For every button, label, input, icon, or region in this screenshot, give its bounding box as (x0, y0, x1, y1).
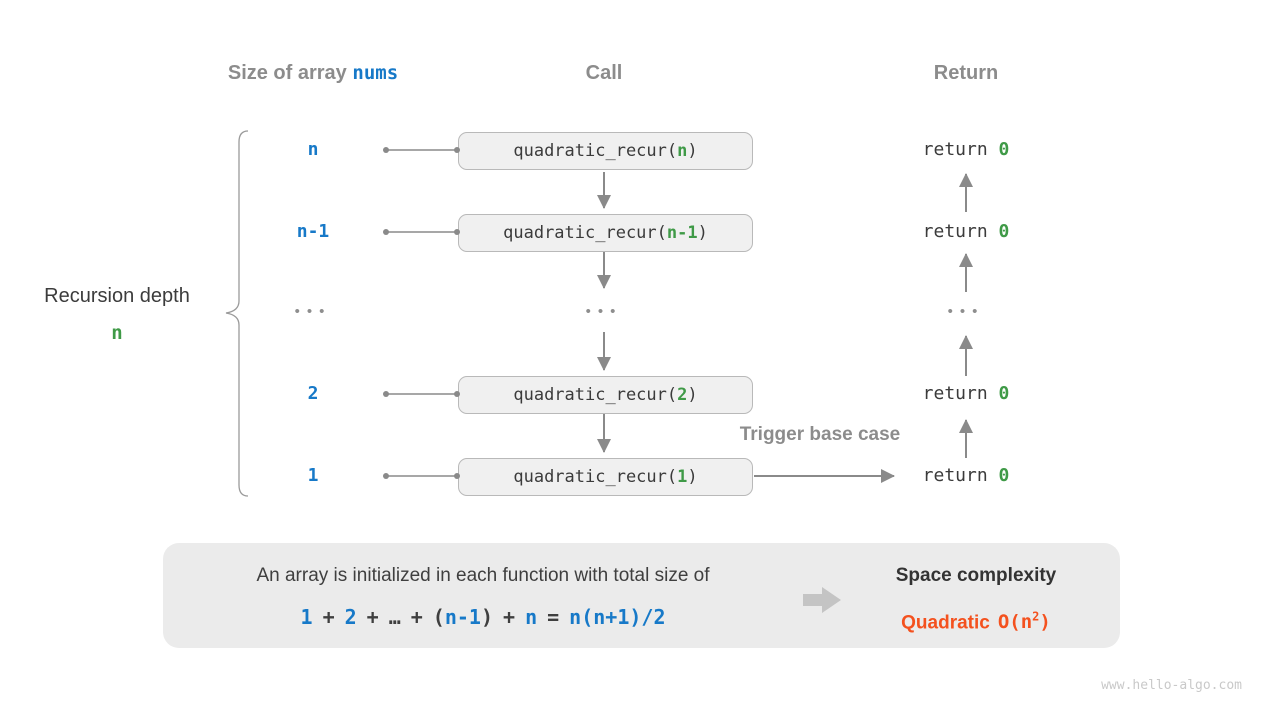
summary-sentence: An array is initialized in each function… (256, 565, 710, 586)
call-box-2: quadratic_recur(2) (458, 376, 753, 414)
trigger-base-case-label: Trigger base case (739, 424, 901, 445)
size-label-n-1: n-1 (296, 221, 330, 242)
return-keyword: return (922, 383, 999, 404)
formula-paren: ( (432, 605, 445, 629)
watermark-url: www.hello-algo.com (1101, 678, 1242, 693)
summary-formula: 1 +2 + … + (n-1) + n = n(n+1)/2 (188, 602, 778, 632)
return-value: 0 (998, 465, 1010, 486)
return-ellipsis: ••• (947, 303, 985, 320)
space-complexity-title: Space complexity (895, 565, 1057, 586)
formula-equals: = (547, 605, 560, 629)
column-header-return: Return (933, 62, 999, 84)
return-row-2: return 0 (898, 382, 1034, 406)
recursion-depth-label: Recursion depth (44, 285, 190, 307)
return-keyword: return (922, 465, 999, 486)
recursion-depth-value: n (111, 322, 123, 344)
complexity-class-label: Quadratic (901, 612, 990, 634)
formula-operator: + (322, 605, 335, 629)
summary-panel (163, 543, 1120, 648)
recursion-depth-brace (225, 130, 249, 497)
big-o-notation: O(n2) (997, 610, 1051, 634)
formula-operator: + (410, 605, 423, 629)
return-row-n: return 0 (898, 138, 1034, 162)
formula-term: 1 (300, 605, 313, 629)
call-arg: n (677, 141, 688, 161)
formula-operator: + (366, 605, 379, 629)
return-row-1: return 0 (898, 464, 1034, 488)
return-value: 0 (998, 221, 1010, 242)
call-code-close: ) (687, 385, 698, 405)
size-header-text: Size of array (227, 62, 353, 84)
formula-term: n (525, 605, 538, 629)
big-o-close: ) (1039, 611, 1051, 634)
call-box-n: quadratic_recur(n) (458, 132, 753, 170)
call-code: quadratic_recur( (513, 385, 678, 405)
big-o-open: O(n (997, 611, 1033, 634)
return-value: 0 (998, 383, 1010, 404)
call-ellipsis: ••• (585, 303, 623, 320)
return-keyword: return (922, 221, 999, 242)
call-arg: n-1 (666, 223, 698, 243)
return-value: 0 (998, 139, 1010, 160)
call-arg: 2 (677, 385, 688, 405)
column-header-size: Size of array nums (173, 60, 453, 86)
formula-term: 2 (344, 605, 357, 629)
call-code-close: ) (687, 141, 698, 161)
formula-ellipsis: … (388, 605, 401, 629)
column-header-call: Call (585, 62, 623, 84)
call-code: quadratic_recur( (503, 223, 667, 243)
formula-term: n-1 (444, 605, 481, 629)
call-code-close: ) (687, 467, 698, 487)
big-o-exponent: 2 (1032, 610, 1040, 624)
call-code: quadratic_recur( (513, 467, 678, 487)
formula-result: n(n+1)/2 (569, 605, 666, 629)
formula-operator: + (503, 605, 516, 629)
size-label-2: 2 (307, 383, 319, 404)
formula-paren-group: (n-1) (433, 602, 493, 632)
size-label-1: 1 (307, 465, 319, 486)
return-keyword: return (922, 139, 999, 160)
call-arg: 1 (677, 467, 688, 487)
return-row-n-1: return 0 (898, 220, 1034, 244)
space-complexity-value: Quadratic O(n2) (858, 602, 1094, 638)
size-label-n: n (307, 139, 319, 160)
size-ellipsis: ••• (294, 303, 332, 320)
call-code-close: ) (697, 223, 708, 243)
call-box-1: quadratic_recur(1) (458, 458, 753, 496)
size-to-call-connectors (383, 147, 460, 479)
formula-paren: ) (480, 605, 494, 629)
call-box-n-1: quadratic_recur(n-1) (458, 214, 753, 252)
call-code: quadratic_recur( (513, 141, 678, 161)
size-header-code-nums: nums (352, 62, 399, 84)
